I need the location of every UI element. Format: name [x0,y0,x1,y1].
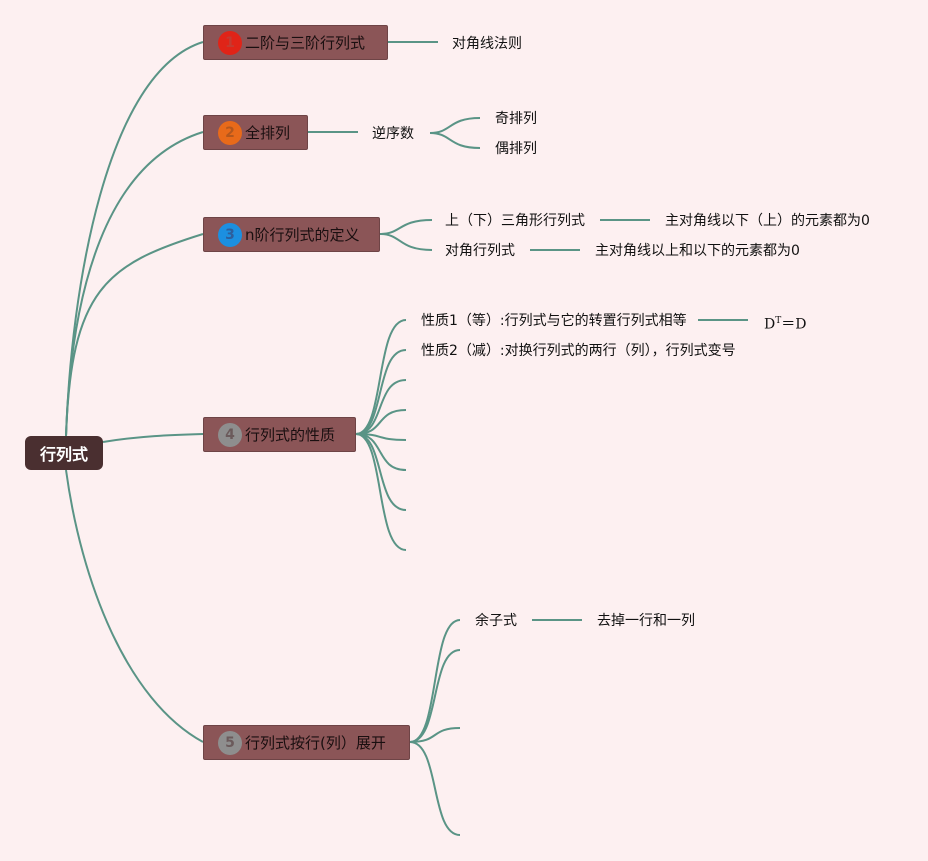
link-b3-tri [379,219,433,235]
node-diagonal-determinant[interactable]: 对角行列式 [445,243,515,259]
badge-4: 4 [218,422,242,447]
main-link-2 [65,131,204,437]
badge-3: 3 [218,222,242,247]
node-minor[interactable]: 余子式 [475,613,517,629]
branch-label-4: 行列式的性质 [245,426,336,444]
badge-2: 2 [218,120,242,145]
node-property-2[interactable]: 性质2（减）:对换行列式的两行（列），行列式变号 [421,343,736,359]
leaf-even-permutation[interactable]: 偶排列 [495,141,537,157]
badge-1: 1 [218,30,242,55]
branch-node-1[interactable]: 1 二阶与三阶行列式 [203,25,388,60]
link-b4-3 [355,379,407,435]
link-b4-8 [355,433,407,551]
leaf-diagonal-determinant-rule[interactable]: 主对角线以上和以下的元素都为0 [595,243,800,259]
leaf-remove-row-column[interactable]: 去掉一行和一列 [597,613,695,629]
branch-node-3[interactable]: 3 n阶行列式的定义 [203,217,380,252]
link-b4-2 [355,349,407,435]
leaf-odd-permutation[interactable]: 奇排列 [495,111,537,127]
main-link-1 [65,41,204,437]
root-node[interactable]: 行列式 [25,436,103,470]
transpose-base: D [764,316,776,333]
branch-node-5[interactable]: 5 行列式按行(列）展开 [203,725,410,760]
root-label: 行列式 [39,445,88,464]
leaf-triangular-rule[interactable]: 主对角线以下（上）的元素都为0 [665,213,870,229]
link-b5-3 [409,727,461,743]
branch-label-1: 二阶与三阶行列式 [245,34,366,52]
badge-5: 5 [218,730,242,755]
link-b5-1 [409,619,461,743]
transpose-rest: ＝D [781,316,807,333]
link-b3-diag [379,233,433,251]
node-property-1[interactable]: 性质1（等）:行列式与它的转置行列式相等 [421,313,687,329]
node-inversion-number[interactable]: 逆序数 [372,126,414,142]
leaf-diagonal-rule[interactable]: 对角线法则 [452,36,522,52]
main-link-5 [65,469,204,743]
node-triangular-determinant[interactable]: 上（下）三角形行列式 [445,213,585,229]
link-b5-2 [409,649,461,743]
link-b5-4 [409,741,461,836]
branch-label-5: 行列式按行(列）展开 [245,734,386,752]
link-b2-odd [429,117,481,134]
leaf-transpose-equal[interactable]: DT＝D [764,312,806,334]
transpose-sup: T [775,316,782,326]
branch-label-2: 全排列 [245,124,291,142]
link-b4-1 [355,319,407,435]
branch-node-2[interactable]: 2 全排列 [203,115,308,150]
link-b2-even [429,132,481,149]
main-link-3 [65,233,204,437]
branch-node-4[interactable]: 4 行列式的性质 [203,417,356,452]
branch-label-3: n阶行列式的定义 [245,226,360,244]
main-link-4 [102,433,204,443]
